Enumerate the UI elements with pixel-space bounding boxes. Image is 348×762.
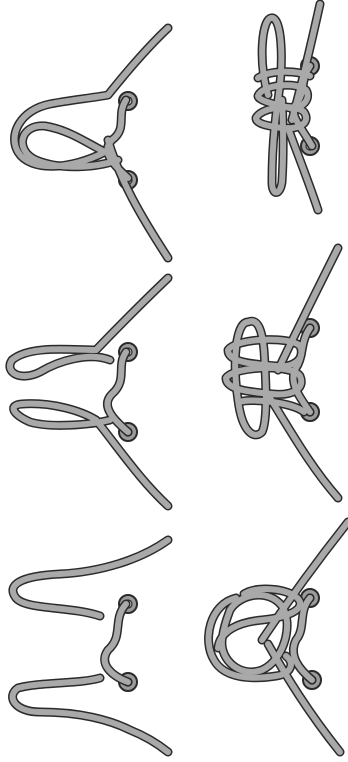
- step-4-cord-diagonal-up: [278, 248, 338, 370]
- step-4-cords: [226, 248, 338, 498]
- step-1-panel: [15, 28, 168, 258]
- step-5-cords: [13, 540, 168, 752]
- cord-fill-layer: [15, 28, 168, 258]
- step-5-panel: [13, 540, 168, 752]
- step-5-cord-upper: [13, 540, 168, 616]
- step-6-cord-tail-down: [268, 644, 340, 752]
- step-3-cord-diagonal-outline: [10, 278, 168, 376]
- cord-fill-layer: [10, 278, 168, 506]
- cord-outline-layer: [209, 522, 348, 752]
- step-6-cords: [209, 522, 348, 752]
- cord-outline-layer: [10, 278, 168, 506]
- step-1-cord-tail: [108, 140, 168, 258]
- step-2-cords: [256, 4, 320, 210]
- step-3-panel: [10, 278, 168, 506]
- step-1-cords: [15, 28, 168, 258]
- step-6-panel: [209, 522, 348, 752]
- step-4-panel: [226, 248, 338, 498]
- step-3-cords: [10, 278, 168, 506]
- step-3-cord-diagonal: [10, 278, 168, 376]
- step-2-panel: [256, 4, 320, 210]
- cord-fill-layer: [209, 522, 348, 752]
